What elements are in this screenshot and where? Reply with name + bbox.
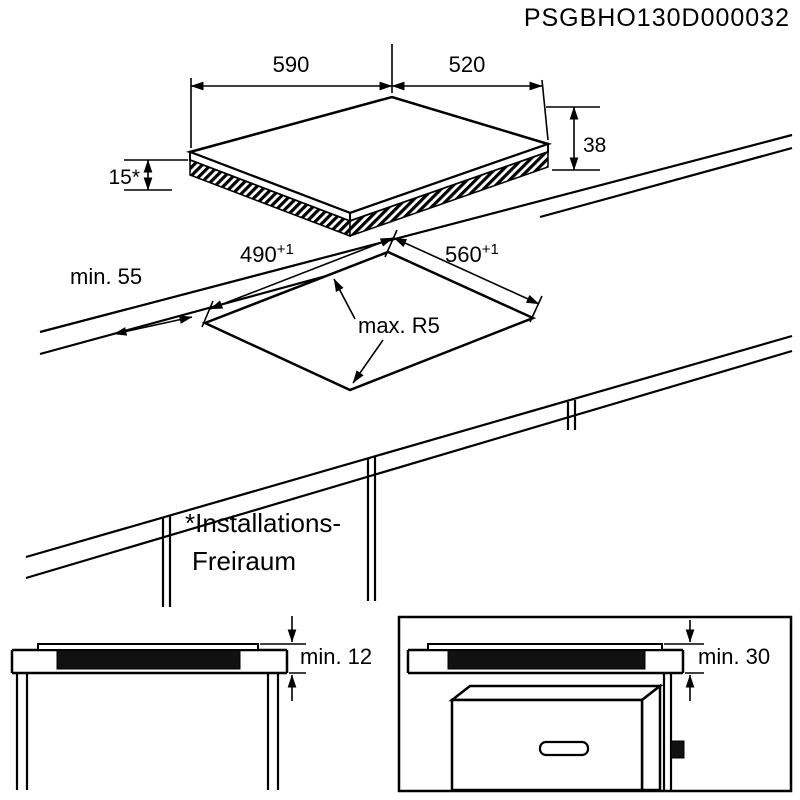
dim-hob-clearance: 15*: [108, 159, 188, 191]
cabinet-knob: [670, 740, 685, 759]
hob-glass-section: [427, 643, 663, 651]
min-gap-12-label: min. 12: [300, 644, 372, 669]
hob-width-label: 590: [273, 52, 310, 77]
cabinet-side-panel: [662, 673, 685, 790]
dim-hob-height: 38: [546, 106, 606, 171]
dim-min-gap-30: min. 30: [664, 620, 770, 701]
hob-depth-label: 520: [449, 52, 486, 77]
oven-front: [450, 698, 644, 792]
hob-glass-section: [37, 643, 259, 651]
min-gap-30-label: min. 30: [698, 644, 770, 669]
oven-side: [640, 683, 662, 792]
hob-clearance-label: 15*: [108, 166, 140, 189]
dim-hob-depth: 520: [391, 52, 549, 141]
corner-radius-label: max. R5: [358, 313, 440, 338]
cabinet-panels: [161, 400, 577, 607]
oven: [448, 683, 664, 792]
cutout-depth-label: 560+1: [445, 241, 499, 267]
oven-top: [448, 684, 664, 702]
note-line2: Freiraum: [192, 546, 296, 576]
table-legs: [15, 673, 280, 790]
hob-body-section: [56, 649, 241, 670]
side-view-worktop: min. 12: [10, 616, 372, 790]
hob-height-label: 38: [583, 134, 606, 157]
side-view-oven: min. 30: [397, 615, 793, 793]
note-line1: *Installations-: [185, 508, 341, 538]
installation-clearance-note: *Installations- Freiraum: [185, 508, 341, 576]
hob-isometric-view: [185, 95, 553, 238]
hob-body-section: [447, 649, 646, 670]
document-code: PSGBHO130D000032: [524, 4, 790, 32]
oven-handle: [538, 740, 590, 757]
worktop-cutout: 490+1 560+1 max. R5 min. 55: [70, 229, 543, 392]
cutout-width-label: 490+1: [240, 241, 294, 267]
edge-distance-label: min. 55: [70, 264, 142, 289]
hob-body-hatch-right: [349, 150, 549, 238]
dim-min-gap-12: min. 12: [260, 616, 372, 701]
